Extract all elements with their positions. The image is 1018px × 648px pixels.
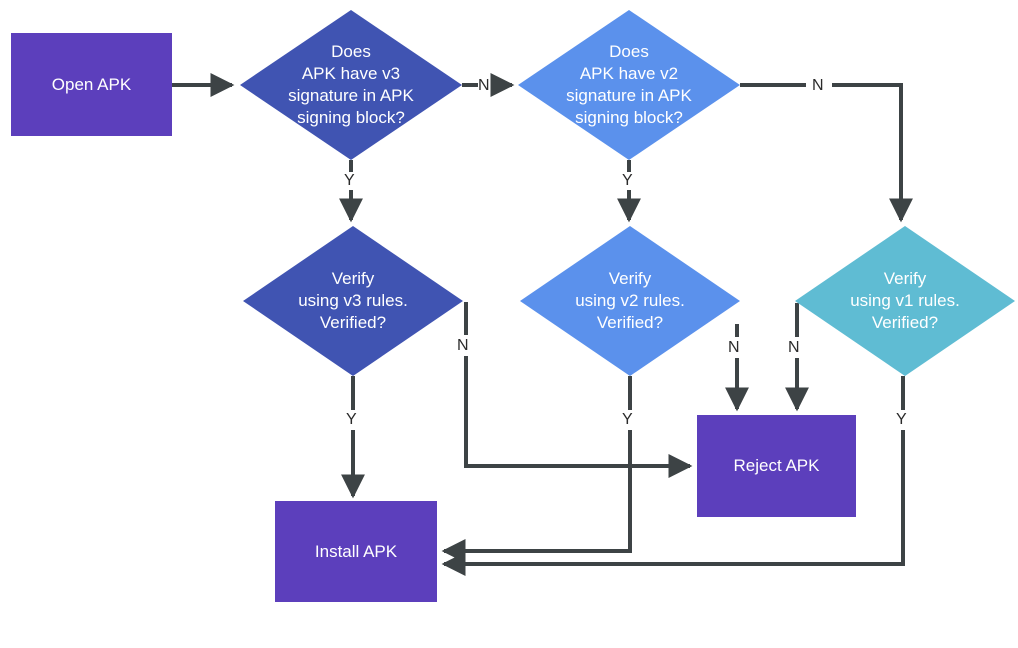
edge-label-v3sig-yes: Y xyxy=(344,172,355,189)
verify-v1-diamond-shape xyxy=(795,226,1015,376)
verify-v3-diamond-shape xyxy=(243,226,463,376)
node-install-apk-label: Install APK xyxy=(314,541,398,561)
node-has-v3-signature[interactable]: Does APK have v3 signature in APK signin… xyxy=(240,10,462,160)
edge-label-v3sig-no: N xyxy=(478,77,490,94)
edge-verify-v3-no-b xyxy=(464,356,693,478)
node-verify-v2[interactable]: Verify using v2 rules. Verified? xyxy=(520,226,740,376)
edge-label-verify-v2-no: N xyxy=(728,339,740,356)
edge-label-v2sig-no: N xyxy=(812,77,824,94)
has-v3-diamond-shape xyxy=(240,10,462,160)
edge-label-verify-v1-no: N xyxy=(788,339,800,356)
node-open-apk[interactable]: Open APK xyxy=(11,33,172,136)
edge-label-verify-v2-yes: Y xyxy=(622,411,633,428)
verify-v2-diamond-shape xyxy=(520,226,740,376)
node-install-apk[interactable]: Install APK xyxy=(275,501,437,602)
edge-label-verify-v1-yes: Y xyxy=(896,411,907,428)
node-reject-apk-label: Reject APK xyxy=(733,456,820,475)
edge-label-verify-v3-no: N xyxy=(457,337,469,354)
edge-v2sig-no-b xyxy=(832,83,913,223)
edge-verify-v1-yes-b xyxy=(441,430,905,576)
node-open-apk-label: Open APK xyxy=(51,74,132,94)
edge-label-v2sig-yes: Y xyxy=(622,172,633,189)
node-verify-v1[interactable]: Verify using v1 rules. Verified? xyxy=(795,226,1015,376)
edge-verify-v2-yes-b xyxy=(441,430,632,563)
node-has-v2-signature[interactable]: Does APK have v2 signature in APK signin… xyxy=(518,10,740,160)
edge-label-verify-v3-yes: Y xyxy=(346,411,357,428)
node-reject-apk[interactable]: Reject APK xyxy=(697,415,856,517)
has-v2-diamond-shape xyxy=(518,10,740,160)
node-verify-v3[interactable]: Verify using v3 rules. Verified? xyxy=(243,226,463,376)
